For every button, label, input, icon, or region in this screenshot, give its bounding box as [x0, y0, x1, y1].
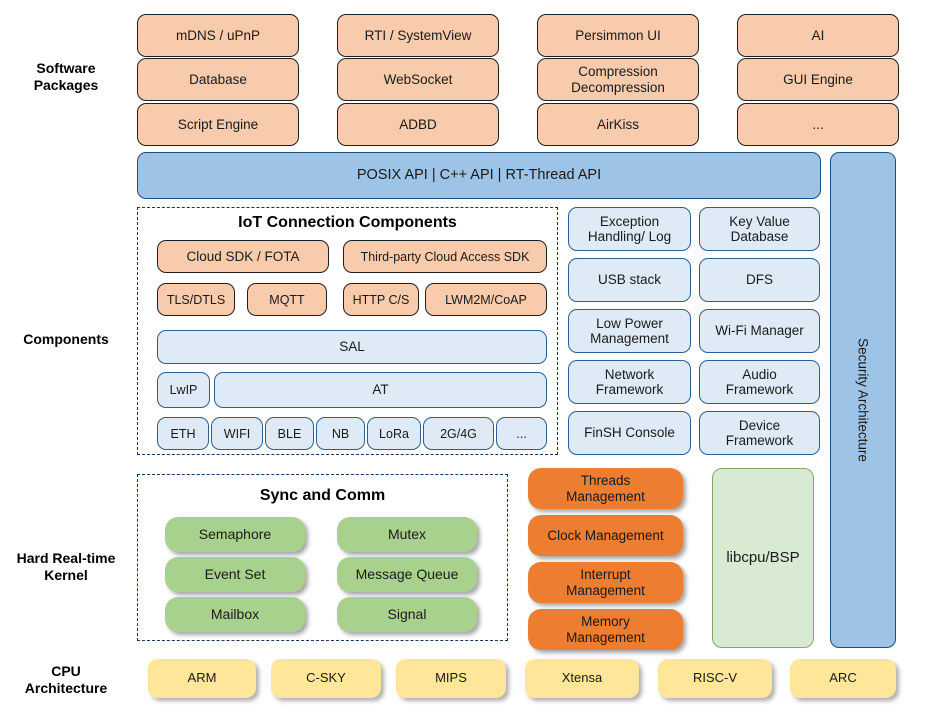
- iot-eth[interactable]: ETH: [157, 417, 209, 450]
- package-websocket[interactable]: WebSocket: [337, 58, 499, 101]
- package-gui-engine[interactable]: GUI Engine: [737, 58, 899, 101]
- cpu-arc[interactable]: ARC: [790, 659, 896, 698]
- row-label-cpu-architecture: CPU Architecture: [24, 662, 108, 697]
- security-architecture-bar[interactable]: Security Architecture: [830, 152, 896, 648]
- api-bar[interactable]: POSIX API | C++ API | RT-Thread API: [137, 152, 821, 199]
- row-label-kernel: Hard Real-time Kernel: [16, 549, 116, 584]
- iot-lwip[interactable]: LwIP: [157, 372, 210, 408]
- iot-lora[interactable]: LoRa: [367, 417, 421, 450]
- kernel-threads-management[interactable]: Threads Management: [528, 468, 683, 509]
- kernel-message-queue[interactable]: Message Queue: [337, 557, 477, 592]
- kernel-mailbox[interactable]: Mailbox: [165, 597, 305, 632]
- package-rti-systemview[interactable]: RTI / SystemView: [337, 14, 499, 57]
- kernel-libcpu-bsp[interactable]: libcpu/BSP: [712, 468, 814, 648]
- row-label-software-packages: Software Packages: [33, 59, 99, 94]
- iot-lwm2m-coap[interactable]: LWM2M/CoAP: [425, 283, 547, 316]
- component-audio-framework[interactable]: Audio Framework: [699, 360, 820, 404]
- row-label-components: Components: [23, 331, 109, 348]
- kernel-event-set[interactable]: Event Set: [165, 557, 305, 592]
- iot-wifi[interactable]: WIFI: [211, 417, 263, 450]
- package-more[interactable]: ...: [737, 103, 899, 146]
- iot-sal[interactable]: SAL: [157, 330, 547, 364]
- iot-http-cs[interactable]: HTTP C/S: [343, 283, 419, 316]
- cpu-risc-v[interactable]: RISC-V: [658, 659, 772, 698]
- kernel-memory-management[interactable]: Memory Management: [528, 609, 683, 650]
- kernel-signal[interactable]: Signal: [337, 597, 477, 632]
- iot-2g-4g[interactable]: 2G/4G: [423, 417, 494, 450]
- component-finsh-console[interactable]: FinSH Console: [568, 411, 691, 455]
- sync-and-comm-group: [137, 474, 508, 641]
- component-wifi-manager[interactable]: Wi-Fi Manager: [699, 309, 820, 353]
- package-airkiss[interactable]: AirKiss: [537, 103, 699, 146]
- iot-third-party-cloud-access-sdk[interactable]: Third-party Cloud Access SDK: [343, 240, 547, 273]
- cpu-mips[interactable]: MIPS: [396, 659, 506, 698]
- package-database[interactable]: Database: [137, 58, 299, 101]
- component-dfs[interactable]: DFS: [699, 258, 820, 302]
- kernel-clock-management[interactable]: Clock Management: [528, 515, 683, 556]
- iot-nb[interactable]: NB: [316, 417, 365, 450]
- package-compression-decompression[interactable]: Compression Decompression: [537, 58, 699, 101]
- component-network-framework[interactable]: Network Framework: [568, 360, 691, 404]
- iot-more[interactable]: ...: [496, 417, 547, 450]
- kernel-mutex[interactable]: Mutex: [337, 517, 477, 552]
- component-exception-handling-log[interactable]: Exception Handling/ Log: [568, 207, 691, 251]
- kernel-interrupt-management[interactable]: Interrupt Management: [528, 562, 683, 603]
- package-script-engine[interactable]: Script Engine: [137, 103, 299, 146]
- iot-mqtt[interactable]: MQTT: [247, 283, 327, 316]
- component-key-value-database[interactable]: Key Value Database: [699, 207, 820, 251]
- package-ai[interactable]: AI: [737, 14, 899, 57]
- security-architecture-label: Security Architecture: [855, 338, 871, 462]
- iot-connection-components-title: IoT Connection Components: [238, 214, 457, 231]
- iot-tls-dtls[interactable]: TLS/DTLS: [157, 283, 235, 316]
- kernel-semaphore[interactable]: Semaphore: [165, 517, 305, 552]
- cpu-xtensa[interactable]: Xtensa: [525, 659, 639, 698]
- package-adbd[interactable]: ADBD: [337, 103, 499, 146]
- component-usb-stack[interactable]: USB stack: [568, 258, 691, 302]
- iot-at[interactable]: AT: [214, 372, 547, 408]
- cpu-arm[interactable]: ARM: [148, 659, 256, 698]
- sync-and-comm-title: Sync and Comm: [259, 487, 386, 504]
- iot-connection-components-group: [137, 207, 558, 455]
- iot-ble[interactable]: BLE: [265, 417, 314, 450]
- component-low-power-management[interactable]: Low Power Management: [568, 309, 691, 353]
- package-mdns-upnp[interactable]: mDNS / uPnP: [137, 14, 299, 57]
- component-device-framework[interactable]: Device Framework: [699, 411, 820, 455]
- iot-cloud-sdk-fota[interactable]: Cloud SDK / FOTA: [157, 240, 329, 273]
- package-persimmon-ui[interactable]: Persimmon UI: [537, 14, 699, 57]
- cpu-c-sky[interactable]: C-SKY: [271, 659, 381, 698]
